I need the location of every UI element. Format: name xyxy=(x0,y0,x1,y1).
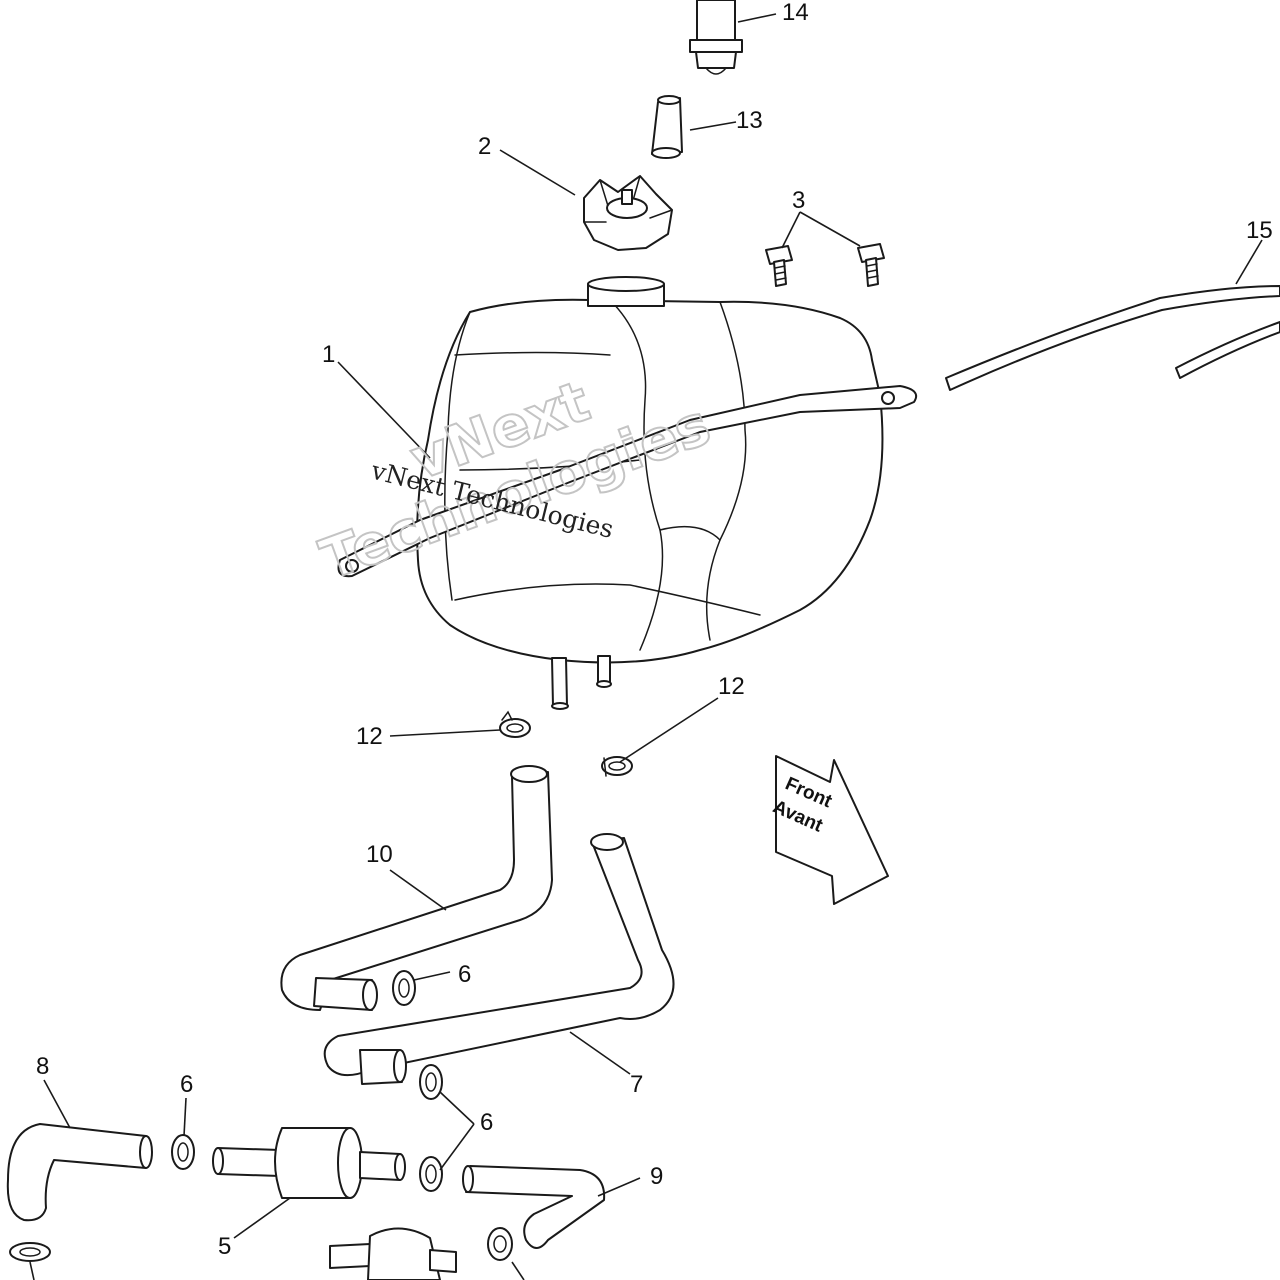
part-6-clamp-3 xyxy=(171,1134,195,1170)
front-direction-arrow: Front Avant xyxy=(770,755,889,905)
part-9-hose xyxy=(462,1165,606,1249)
part-8-hose xyxy=(6,1123,153,1222)
callout-10: 10 xyxy=(366,841,393,868)
part-1-fuel-tank xyxy=(337,276,918,710)
callout-5: 5 xyxy=(218,1233,231,1260)
callout-12-right: 12 xyxy=(718,673,745,700)
callout-1: 1 xyxy=(322,341,335,368)
fuel-valve xyxy=(329,1227,457,1280)
part-15-strap xyxy=(945,285,1280,391)
callout-13: 13 xyxy=(736,107,763,134)
part-5-fuel-filter xyxy=(212,1127,406,1199)
callout-9: 9 xyxy=(650,1163,663,1190)
part-7-hose xyxy=(323,833,675,1085)
callout-14: 14 xyxy=(782,0,809,26)
callout-12-left: 12 xyxy=(356,723,383,750)
callout-6-upper: 6 xyxy=(458,961,471,988)
part-6-clamp-2 xyxy=(419,1064,443,1100)
part-12-clamp-left xyxy=(499,710,531,738)
part-3-bolt-right xyxy=(857,243,885,287)
part-14-connector xyxy=(689,0,743,75)
part-6-clamp-1 xyxy=(392,970,416,1006)
callout-7: 7 xyxy=(630,1071,643,1098)
part-13-hose xyxy=(651,95,683,159)
callout-2: 2 xyxy=(478,133,491,160)
callout-15: 15 xyxy=(1246,217,1273,244)
callout-6-left: 6 xyxy=(180,1071,193,1098)
part-6-clamp-5 xyxy=(9,1242,51,1262)
part-6-clamp-6 xyxy=(487,1227,513,1261)
callout-labels: 14 13 2 3 15 1 12 12 10 6 7 6 8 6 9 5 xyxy=(36,0,1273,1260)
part-12-clamp-right xyxy=(601,756,633,777)
callout-6-middle: 6 xyxy=(480,1109,493,1136)
part-10-hose xyxy=(280,765,553,1011)
part-2-fuel-cap xyxy=(583,175,673,251)
callout-3: 3 xyxy=(792,187,805,214)
leader-lines xyxy=(29,13,1263,1280)
part-3-bolt-left xyxy=(765,245,793,287)
callout-8: 8 xyxy=(36,1053,49,1080)
part-6-clamp-4 xyxy=(419,1156,443,1192)
